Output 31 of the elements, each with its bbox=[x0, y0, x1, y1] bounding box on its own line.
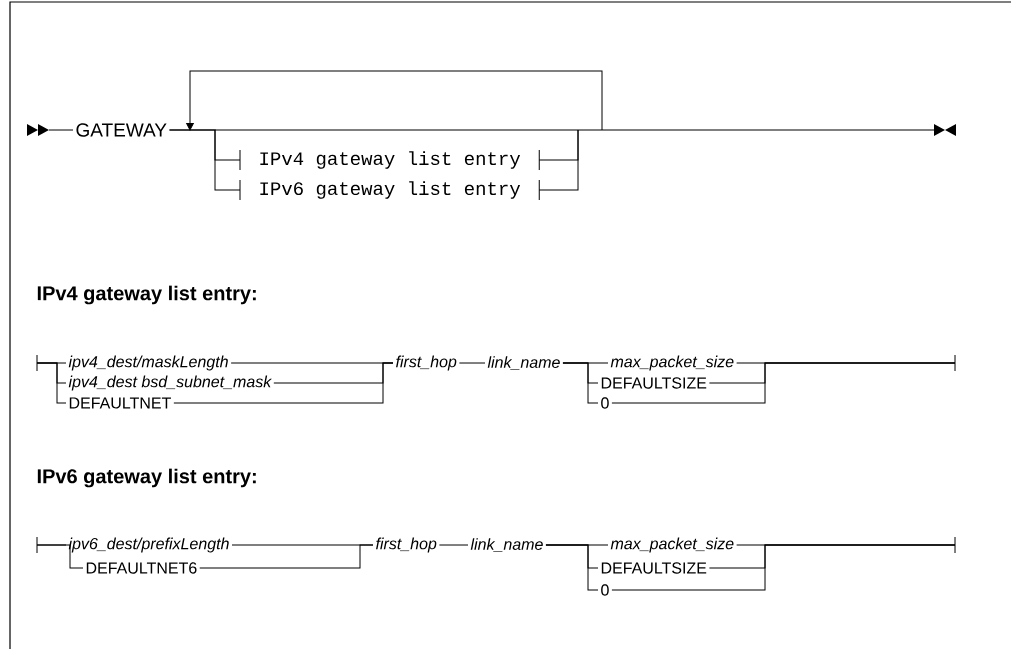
syntax-variable: ipv6_dest/prefixLength bbox=[68, 537, 229, 553]
syntax-keyword: DEFAULTNET6 bbox=[86, 562, 197, 574]
track-line bbox=[36, 362, 67, 404]
syntax-keyword: DEFAULTSIZE bbox=[601, 562, 707, 574]
syntax-keyword: DEFAULTNET bbox=[69, 397, 171, 409]
syntax-keyword: DEFAULTSIZE bbox=[601, 377, 707, 389]
syntax-keyword: 0 bbox=[601, 584, 609, 596]
track-line bbox=[169, 129, 241, 191]
syntax-variable: ipv4_dest bsd_subnet_mask bbox=[68, 375, 272, 391]
track-line bbox=[562, 362, 599, 404]
syntax-keyword: GATEWAY bbox=[76, 123, 167, 137]
syntax-keyword: 0 bbox=[601, 397, 609, 409]
syntax-variable: link_name bbox=[470, 538, 543, 552]
section-heading: IPv4 gateway list entry: bbox=[37, 285, 256, 305]
section-heading: IPv6 gateway list entry: bbox=[37, 468, 256, 488]
track-line bbox=[173, 362, 394, 404]
track-line bbox=[545, 544, 599, 591]
syntax-variable: link_name bbox=[487, 356, 560, 370]
track-line bbox=[611, 544, 956, 591]
syntax-variable: max_packet_size bbox=[610, 355, 734, 371]
track-line bbox=[458, 362, 486, 364]
track-line bbox=[199, 544, 374, 569]
track-line bbox=[438, 544, 469, 546]
track-line bbox=[36, 544, 84, 569]
fragment-reference: IPv6 gateway list entry bbox=[260, 181, 521, 199]
track-line bbox=[611, 362, 956, 404]
syntax-variable: first_hop bbox=[376, 537, 437, 553]
fragment-reference: IPv4 gateway list entry bbox=[260, 151, 521, 169]
syntax-variable: max_packet_size bbox=[610, 537, 734, 553]
syntax-variable: first_hop bbox=[396, 355, 457, 371]
syntax-variable: ipv4_dest/maskLength bbox=[68, 355, 228, 371]
